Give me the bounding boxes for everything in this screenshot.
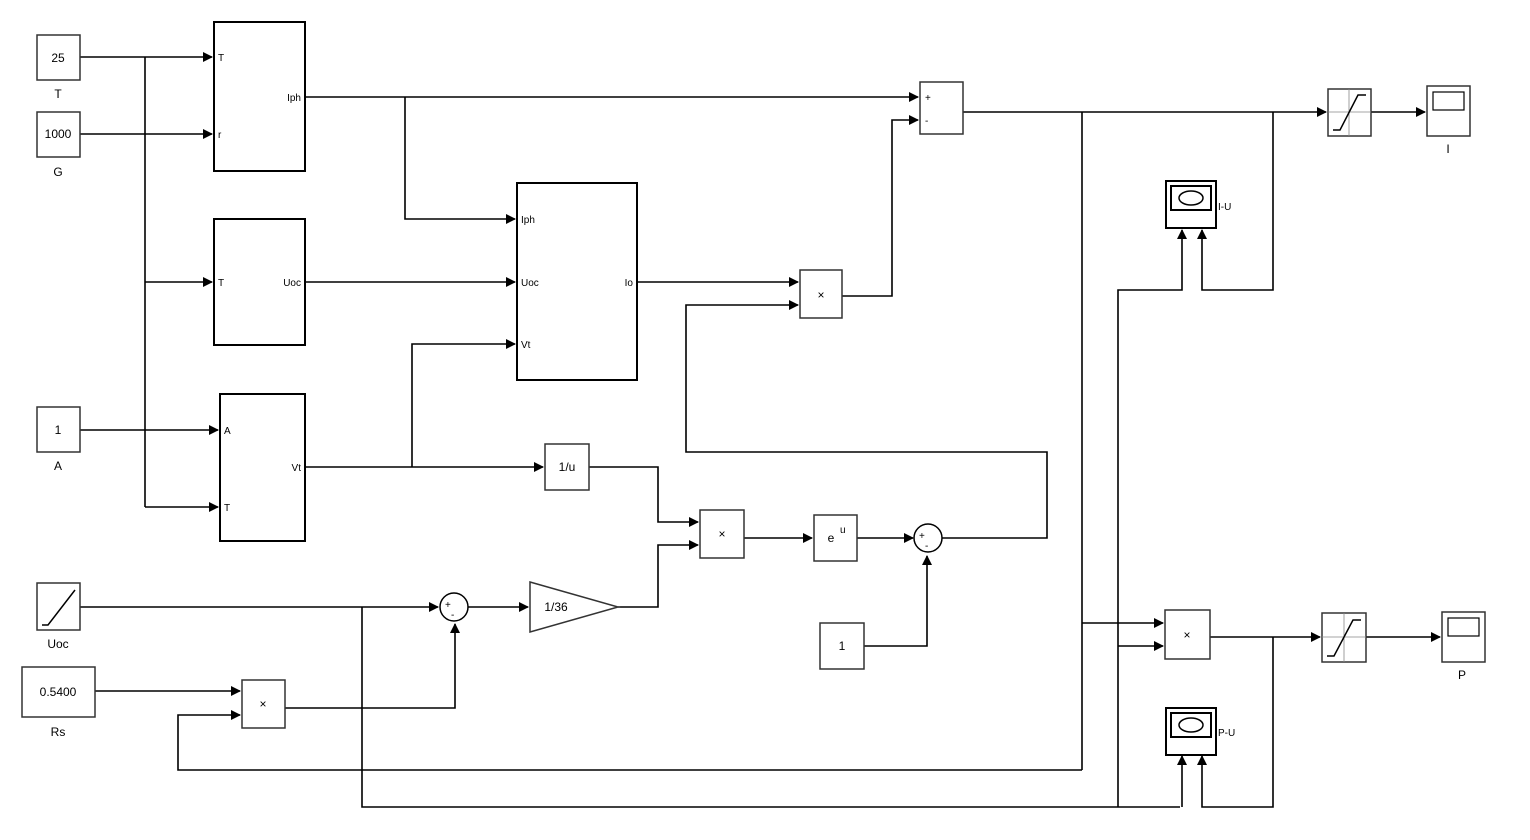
product-power-block[interactable]: × [1164,609,1211,660]
sum-sign-plus: + [925,93,931,104]
xy-graph-icon [1178,717,1204,733]
signal-lines [80,52,1441,808]
scope-screen-icon [1432,91,1465,111]
product-rs-block[interactable]: × [241,679,286,729]
io-port-out: Io [625,278,634,289]
const-Rs-label: Rs [51,725,66,739]
const-T-block[interactable]: 25 [36,34,81,81]
reciprocal-text: 1/u [559,460,576,474]
product-io-symbol: × [817,288,824,302]
const-A-value: 1 [55,423,62,437]
product-power-symbol: × [1183,628,1190,642]
xy-graph-IU-label: I-U [1218,202,1231,213]
product-exp-arg-symbol: × [718,527,725,541]
sum-uoc-sign-minus: - [451,610,454,621]
gain-text: 1/36 [544,600,568,614]
ramp-Uoc-block[interactable] [36,582,81,631]
xy-graph-PU-label: P-U [1218,728,1235,739]
uoc-subsystem[interactable]: T Uoc [213,218,306,346]
gain-block[interactable]: 1/36 [529,581,621,633]
product-exp-arg-block[interactable]: × [699,509,745,559]
exp-superscript: u [840,525,846,536]
exp-base: e [828,531,835,545]
const-T-value: 25 [51,51,65,65]
vt-subsystem[interactable]: A T Vt [219,393,306,542]
vt-port-A: A [224,426,231,437]
sum-exp-sign-minus: - [925,541,928,552]
const-one-block[interactable]: 1 [819,622,865,670]
const-A-label: A [54,459,62,473]
saturation-I-block[interactable] [1327,88,1372,137]
sum-uoc-minus-drop[interactable]: + - [439,592,469,622]
const-Rs-block[interactable]: 0.5400 [21,666,96,718]
scope-I-block[interactable] [1426,85,1471,137]
uoc-port-out: Uoc [283,278,301,289]
scope-screen-icon [1447,617,1480,637]
io-port-iph: Iph [521,215,535,226]
scope-P-block[interactable] [1441,611,1486,663]
exp-block[interactable]: e u [813,514,858,562]
saturation-P-block[interactable] [1321,612,1367,663]
sum-exp-sign-plus: + [919,531,925,542]
iph-port-T: T [218,53,224,64]
product-io-block[interactable]: × [799,269,843,319]
product-rs-symbol: × [259,697,266,711]
xy-graph-IU-block[interactable] [1165,180,1217,229]
io-port-uoc: Uoc [521,278,539,289]
saturation-icon [1327,619,1361,657]
vt-port-T: T [224,503,230,514]
io-port-vt: Vt [521,340,531,351]
const-G-value: 1000 [45,127,72,141]
sum-sign-minus: - [925,116,928,127]
ramp-icon [42,589,76,626]
const-A-block[interactable]: 1 [36,406,81,453]
const-T-label: T [54,87,62,101]
const-G-block[interactable]: 1000 [36,111,81,158]
scope-P-label: P [1458,668,1466,682]
io-subsystem[interactable]: Iph Uoc Vt Io [516,182,638,381]
ramp-Uoc-label: Uoc [47,637,68,651]
xy-graph-PU-block[interactable] [1165,707,1217,756]
iph-port-out: Iph [287,93,301,104]
iph-subsystem[interactable]: T r Iph [213,21,306,172]
reciprocal-block[interactable]: 1/u [544,443,590,491]
iph-port-r: r [218,130,222,141]
sum-iph-minus-io[interactable]: + - [919,81,964,135]
const-Rs-value: 0.5400 [40,685,77,699]
saturation-icon [1333,94,1366,131]
vt-port-out: Vt [292,463,302,474]
const-one-value: 1 [839,639,846,653]
sum-uoc-sign-plus: + [445,600,451,611]
sum-exp-minus-one[interactable]: + - [913,523,943,553]
xy-graph-icon [1178,190,1204,206]
scope-I-label: I [1446,142,1449,156]
const-G-label: G [53,165,62,179]
uoc-port-T: T [218,278,224,289]
